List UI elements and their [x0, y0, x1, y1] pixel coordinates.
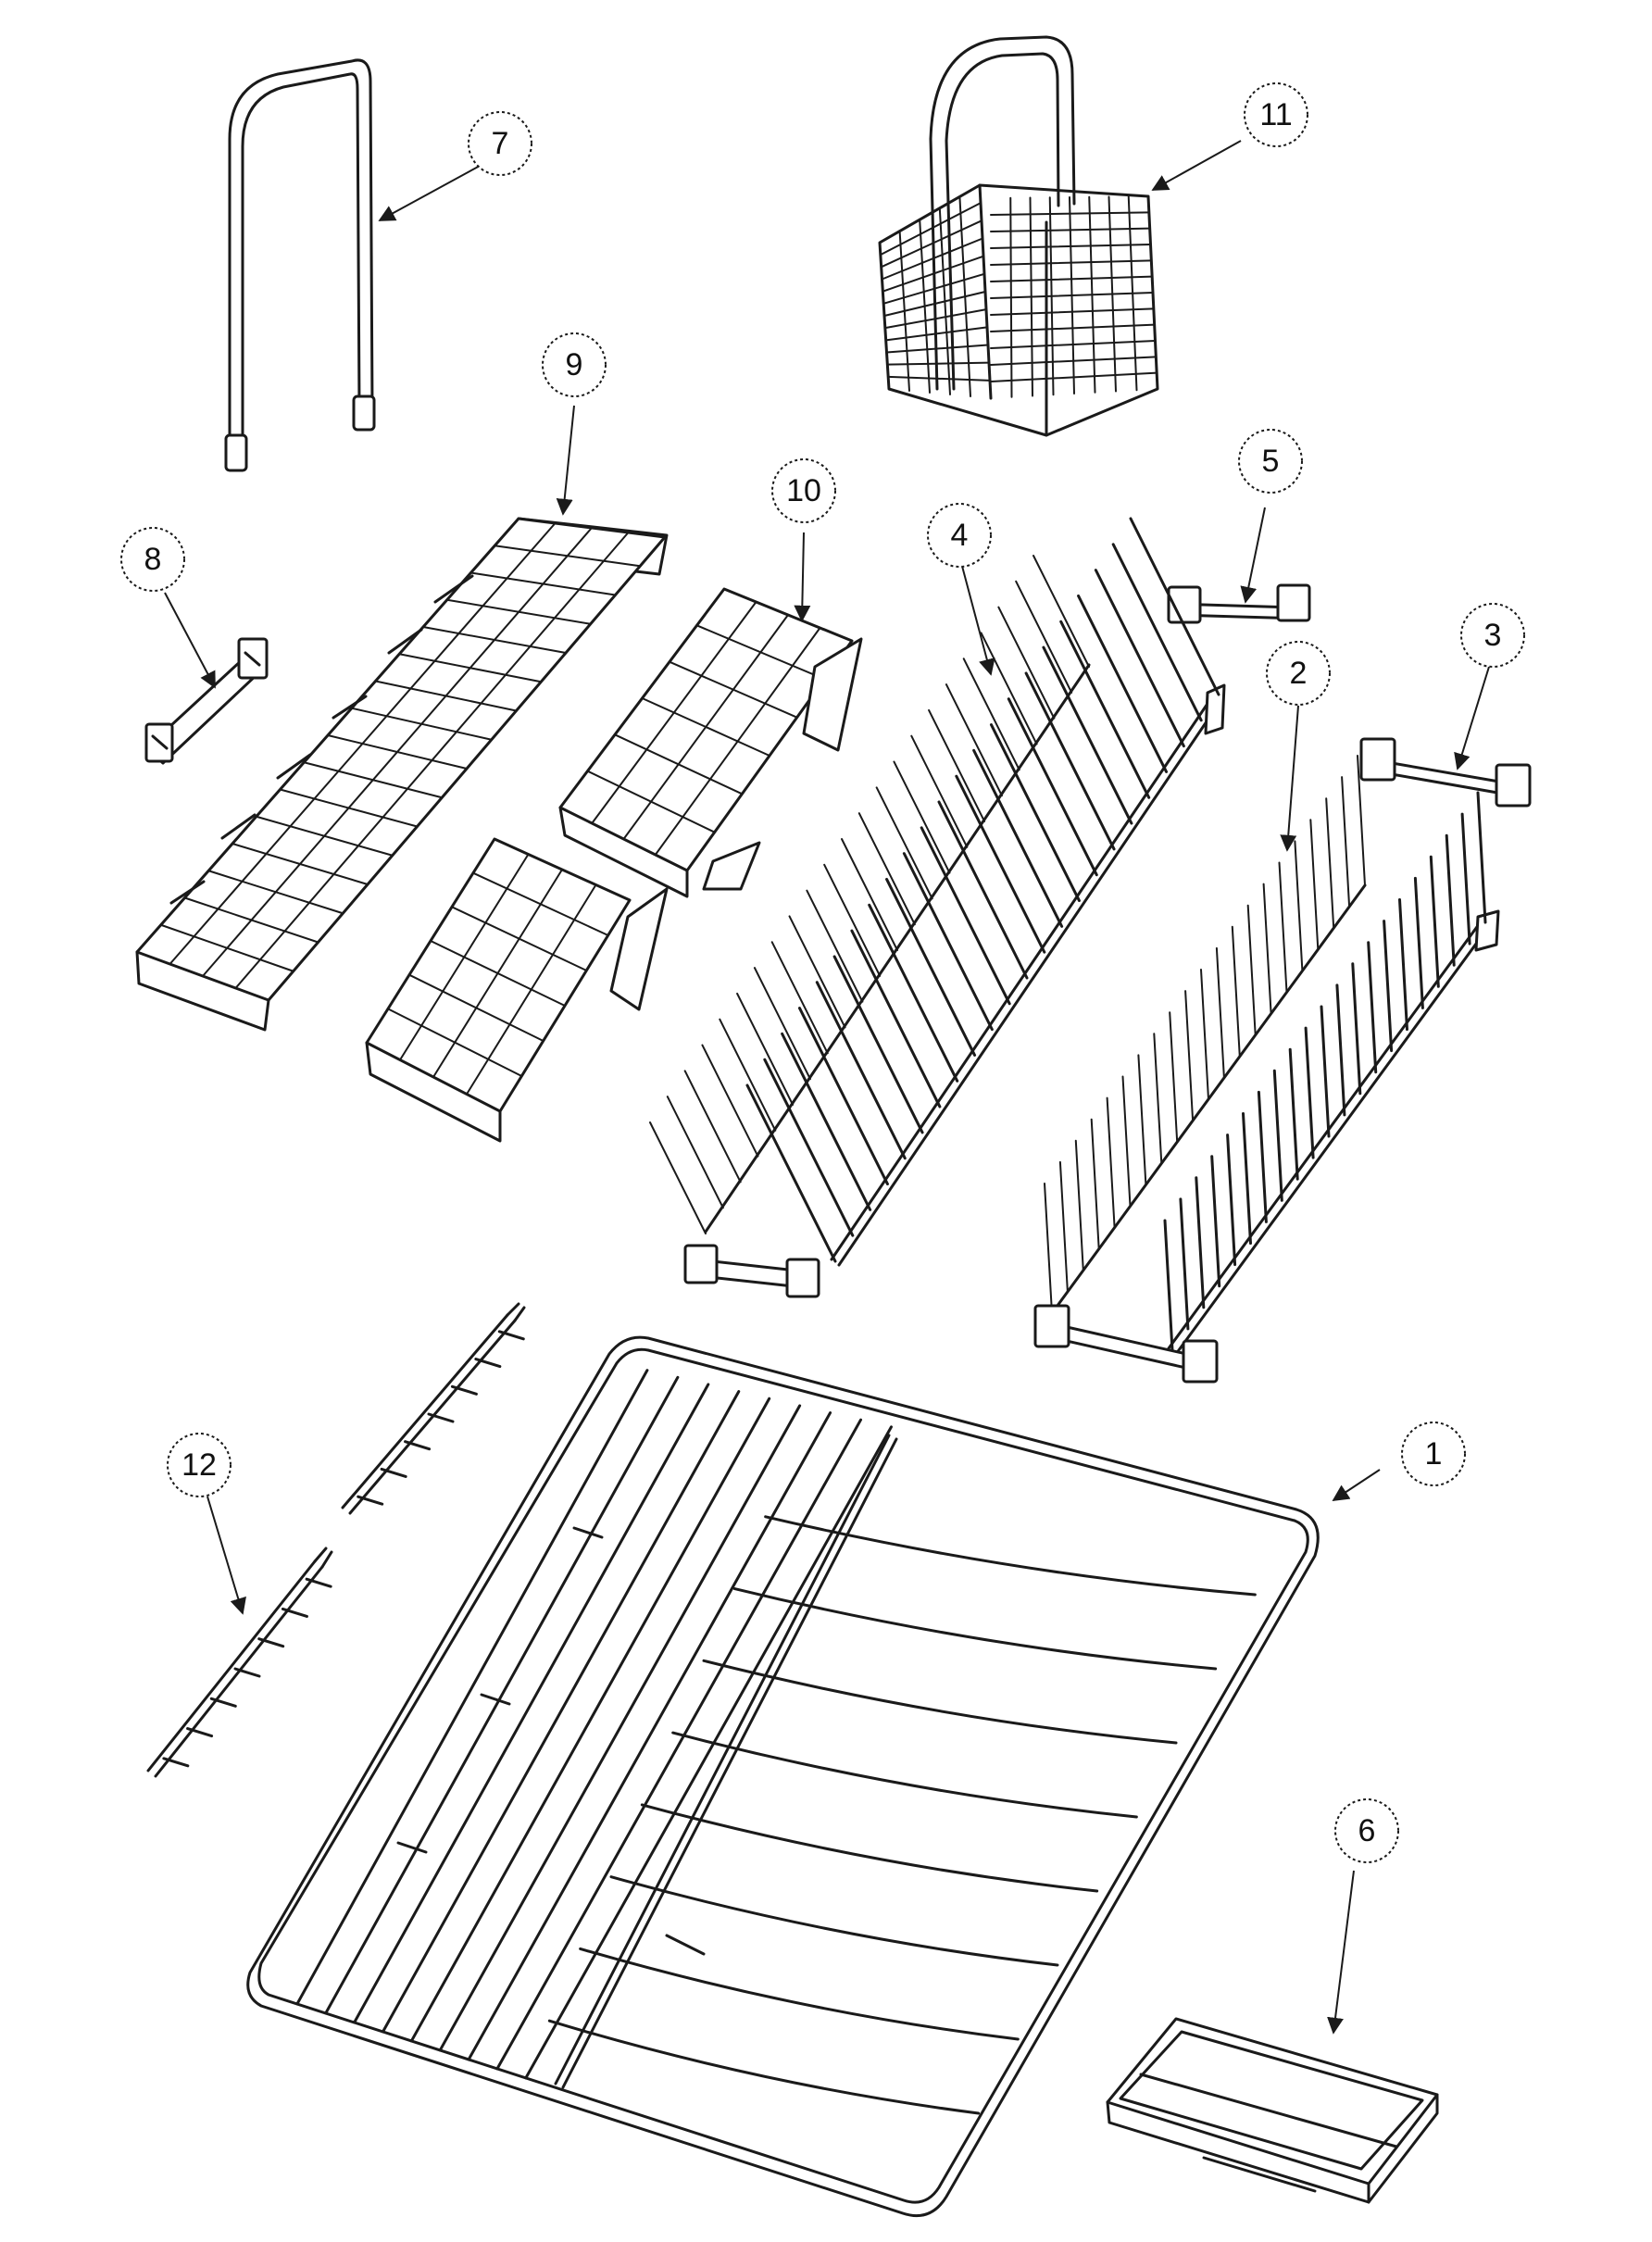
callout-11: 11 [1244, 82, 1308, 147]
part-8-clip [144, 637, 269, 765]
callout-label-11: 11 [1259, 97, 1292, 132]
callout-label-1: 1 [1425, 1436, 1443, 1472]
leader-lines [164, 140, 1490, 2035]
callout-5: 5 [1238, 429, 1303, 494]
callout-label-8: 8 [144, 542, 162, 577]
callout-label-5: 5 [1262, 444, 1280, 479]
callout-8: 8 [120, 527, 185, 592]
part-11-cutlery-basket [878, 35, 1159, 437]
part-12-rails [146, 1302, 526, 1778]
callout-12: 12 [167, 1433, 232, 1497]
callout-6: 6 [1334, 1798, 1399, 1863]
part-3-bracket [1359, 737, 1532, 808]
part-6-tray [1106, 2017, 1439, 2204]
part-4-tine-rack [649, 517, 1226, 1298]
part-9-cup-shelf [135, 517, 669, 1032]
part-10-cup-shelves [365, 587, 863, 1143]
part-7-handle [224, 58, 376, 472]
callout-label-10: 10 [786, 473, 821, 508]
callout-label-3: 3 [1484, 618, 1502, 653]
callout-1: 1 [1401, 1422, 1466, 1486]
part-1-rack-frame [246, 1335, 1320, 2218]
callout-label-2: 2 [1290, 656, 1308, 691]
callout-label-7: 7 [492, 126, 509, 161]
callout-label-12: 12 [181, 1447, 217, 1483]
callout-label-4: 4 [951, 518, 969, 553]
callout-label-9: 9 [566, 347, 583, 382]
part-2-tine-rack [1033, 755, 1500, 1384]
callout-3: 3 [1460, 603, 1525, 668]
callout-2: 2 [1266, 641, 1331, 706]
callout-7: 7 [468, 111, 532, 176]
callout-4: 4 [927, 503, 992, 568]
callout-9: 9 [542, 332, 607, 397]
callout-10: 10 [771, 458, 836, 523]
callout-label-6: 6 [1358, 1813, 1376, 1848]
part-5-bracket [1167, 583, 1311, 624]
